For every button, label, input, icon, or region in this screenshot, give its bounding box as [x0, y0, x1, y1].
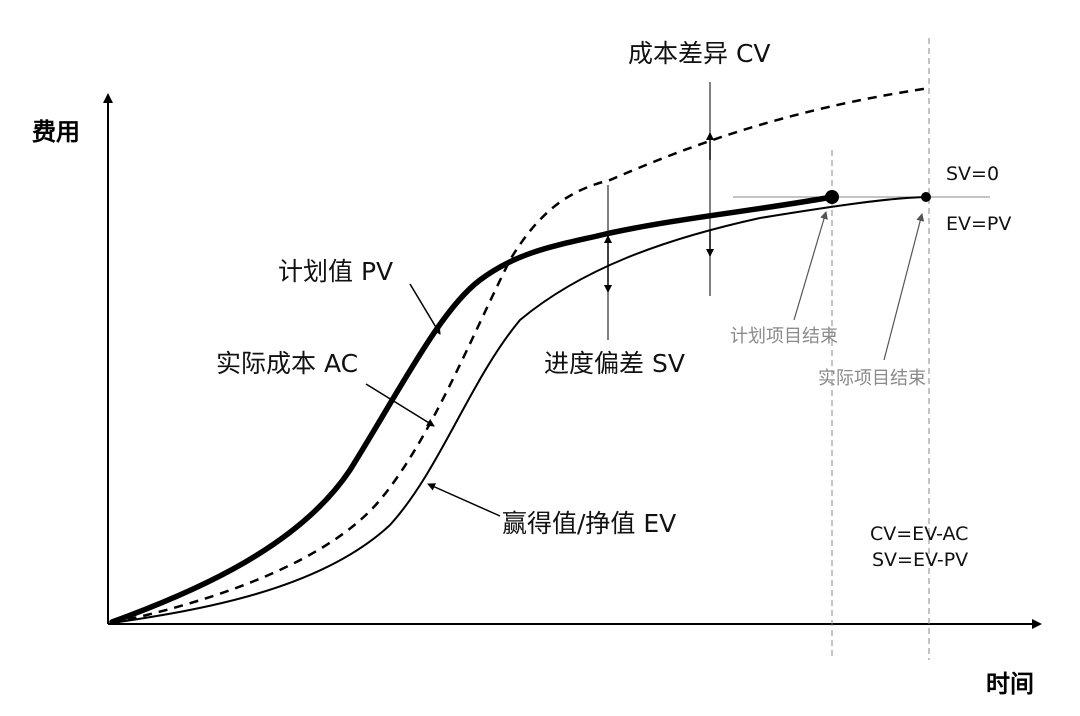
- x-axis-label: 时间: [986, 670, 1034, 698]
- ev-curve: [111, 196, 926, 624]
- pv-label: 计划值 PV: [278, 257, 393, 286]
- actual-end-label: 实际项目结束: [818, 368, 926, 389]
- sv-zero-label: SV=0: [946, 163, 999, 185]
- cv-label: 成本差异 CV: [628, 39, 771, 68]
- sv-label: 进度偏差 SV: [544, 349, 685, 378]
- ac-pointer: [365, 383, 435, 427]
- ev-label: 赢得值/挣值 EV: [502, 509, 676, 538]
- ev-pointer: [427, 483, 501, 517]
- actual-end-pointer: [883, 213, 925, 361]
- ev-end-point: [921, 192, 931, 202]
- cv-formula: CV=EV-AC: [870, 523, 968, 545]
- pv-curve: [109, 194, 835, 625]
- ev-pv-label: EV=PV: [946, 213, 1011, 235]
- y-axis-label: 费用: [32, 118, 80, 146]
- ac-label: 实际成本 AC: [216, 349, 358, 378]
- sv-formula: SV=EV-PV: [872, 549, 968, 571]
- planned-end-label: 计划项目结束: [730, 326, 838, 347]
- planned-end-pointer: [793, 211, 828, 321]
- pv-pointer: [409, 283, 441, 335]
- pv-end-point: [825, 190, 839, 204]
